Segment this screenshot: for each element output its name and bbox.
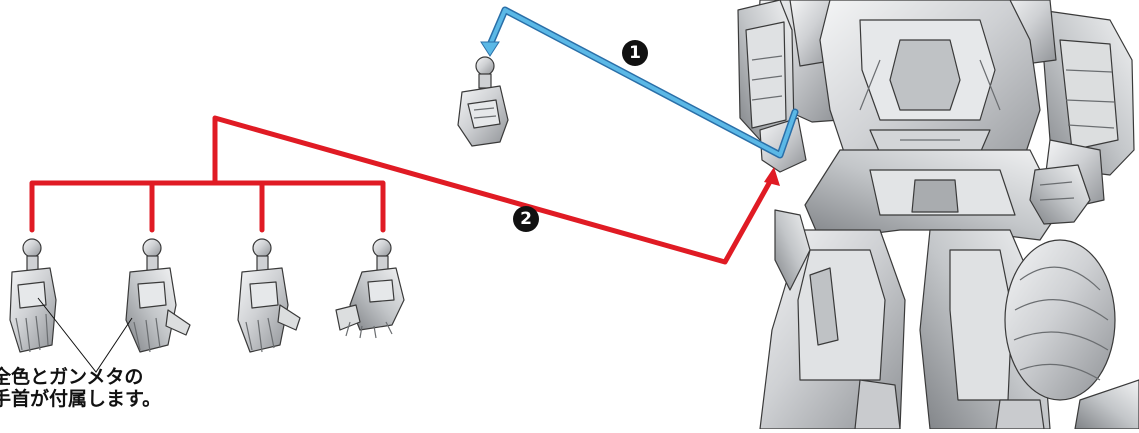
hand-option-2-icon: [125, 238, 191, 353]
note-pointer-lines: [37, 297, 133, 373]
robot-figure-icon: [737, 0, 1139, 430]
step-1-arrow: [480, 6, 799, 159]
hand-option-1-icon: [9, 238, 57, 353]
hand-option-4-icon: [335, 238, 405, 339]
step-2-arrowhead: [764, 167, 780, 186]
note-line-2: 手首が付属します。: [0, 388, 162, 410]
step-1-badge: 1: [622, 40, 648, 66]
step-2-arrow: [29, 115, 775, 265]
step-2-badge: 2: [513, 206, 539, 232]
note-line-1: 全色とガンメタの: [0, 366, 144, 388]
accessory-note: 全色とガンメタの 手首が付属します。: [0, 366, 161, 410]
removed-hand-icon: [457, 56, 509, 147]
hand-option-3-icon: [237, 238, 301, 353]
